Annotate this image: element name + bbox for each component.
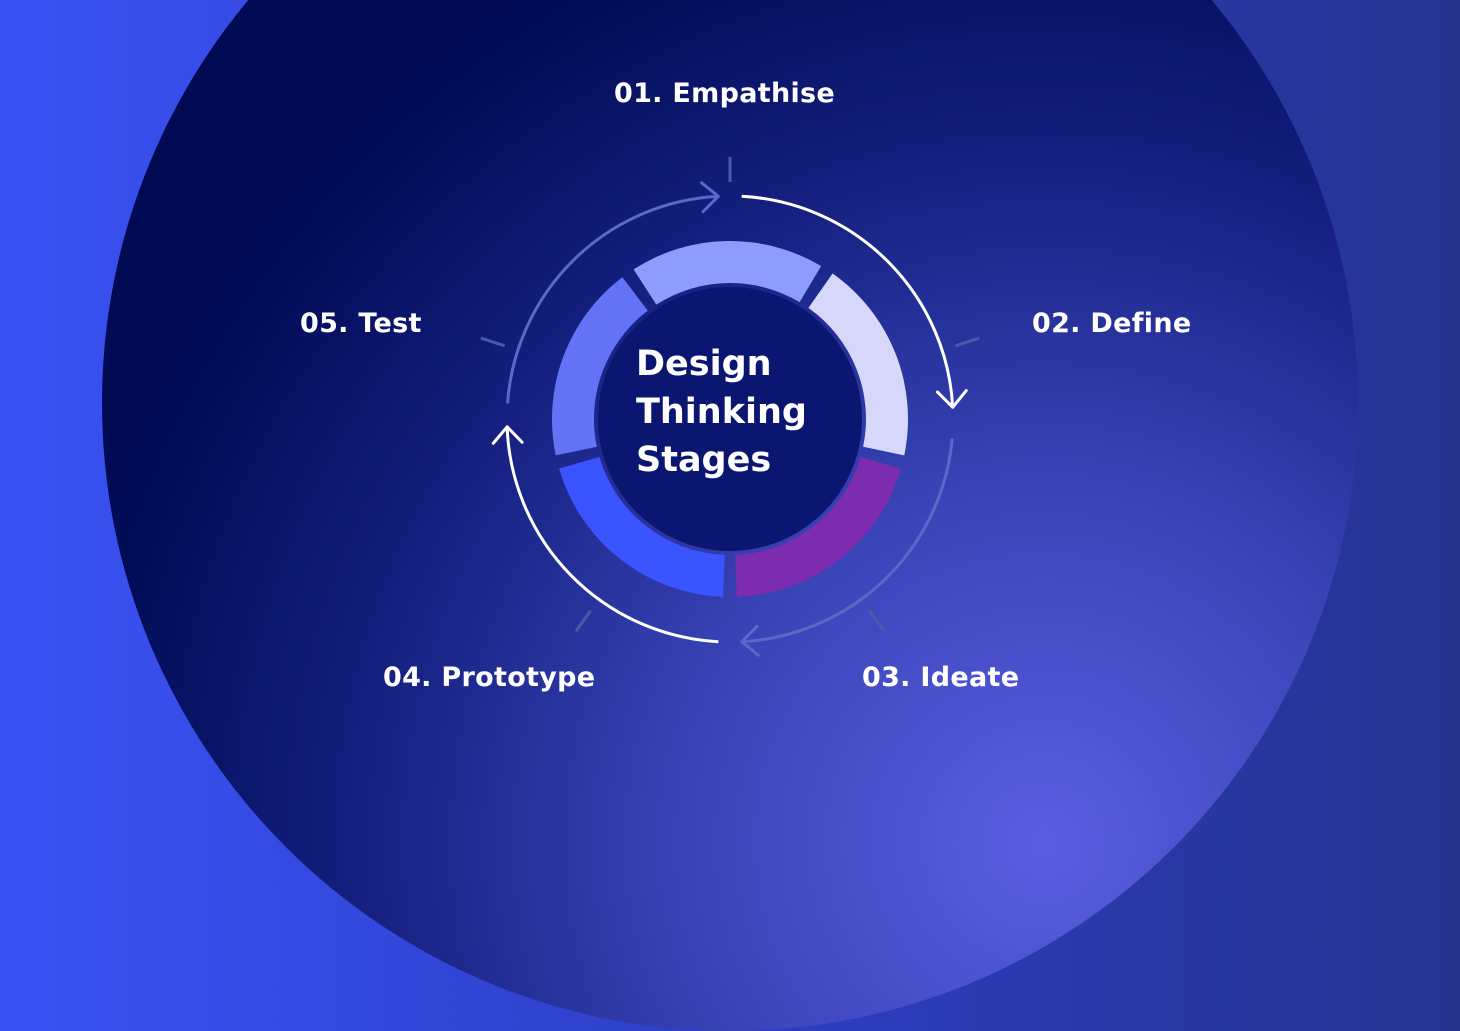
segment-empathise [633, 241, 822, 305]
tick-mark [480, 336, 506, 348]
cycle-arrow-arc [506, 194, 719, 404]
cycle-diagram [480, 157, 980, 657]
tick-mark [868, 609, 886, 632]
stage-label-test: 05. Test [300, 308, 422, 339]
segment-define [808, 273, 909, 456]
segment-prototype [559, 456, 725, 597]
arrowhead-icon [491, 425, 524, 445]
arrowhead-icon [935, 389, 968, 409]
inner-circle [598, 287, 862, 551]
stage-label-prototype: 04. Prototype [383, 662, 596, 693]
title-line: Stages [636, 440, 772, 480]
cycle-arrow-arc [505, 426, 719, 644]
title-line: Thinking [636, 392, 807, 432]
segment-ideate [735, 456, 901, 597]
arrowhead-icon [700, 181, 720, 214]
diagram-title: Design Thinking Stages [636, 340, 856, 484]
stage-label-empathise: 01. Empathise [614, 78, 836, 109]
segment-test [552, 277, 648, 456]
stage-label-define: 02. Define [1032, 308, 1192, 339]
tick-mark [574, 609, 592, 632]
stage-label-ideate: 03. Ideate [862, 662, 1020, 693]
cycle-arrow-arc [741, 194, 955, 408]
arrowhead-icon [740, 624, 760, 657]
title-line: Design [636, 344, 772, 384]
tick-mark [954, 336, 980, 348]
cycle-arrow-arc [741, 438, 954, 644]
